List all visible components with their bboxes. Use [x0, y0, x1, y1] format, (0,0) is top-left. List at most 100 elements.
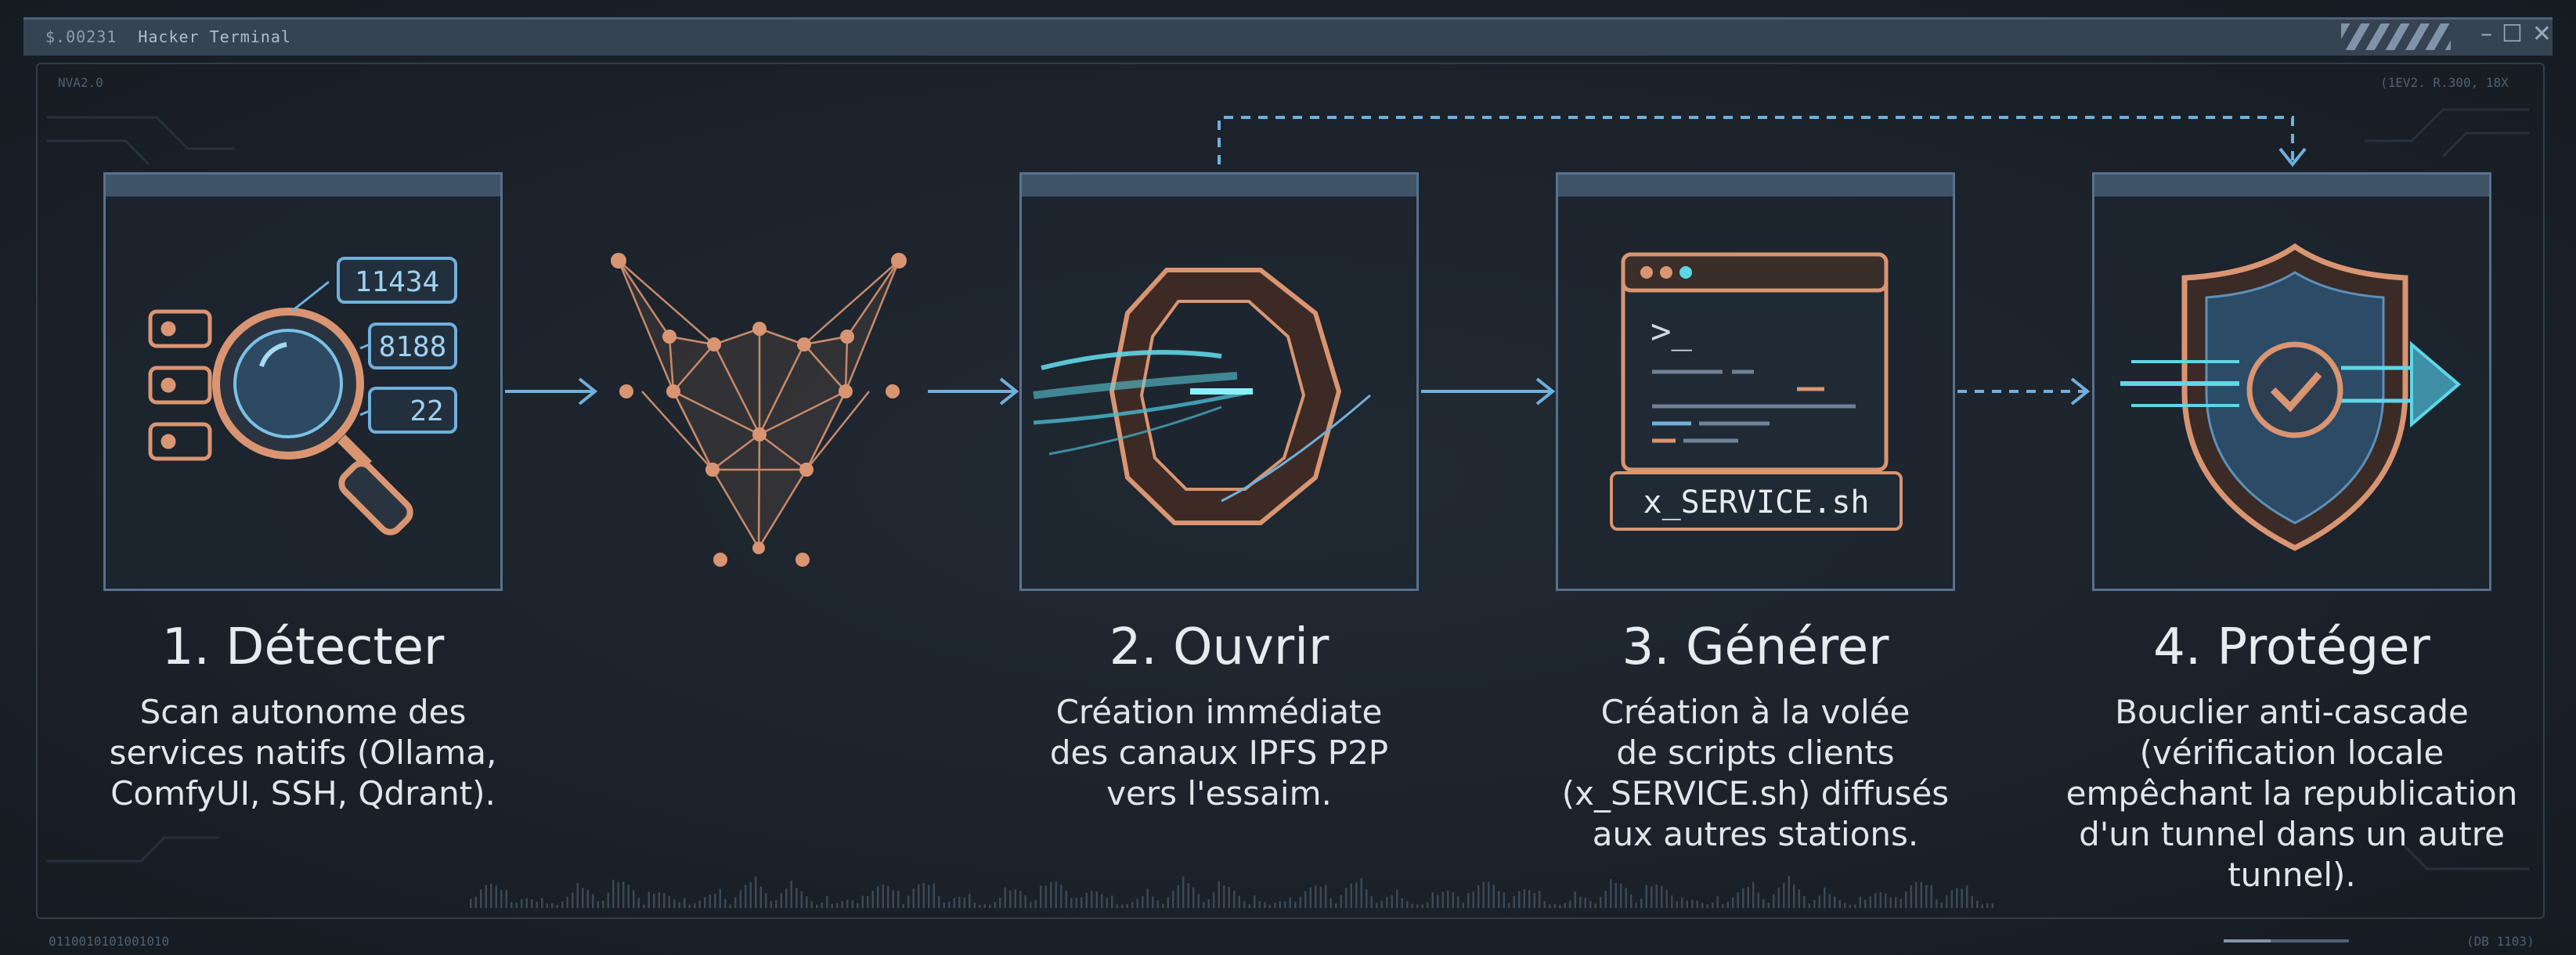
- signal-bar: [826, 896, 828, 908]
- signal-bar: [1910, 885, 1912, 908]
- signal-bar: [846, 899, 849, 908]
- signal-bar: [724, 899, 727, 908]
- signal-bar: [1477, 885, 1480, 908]
- signal-bar: [1574, 892, 1576, 908]
- signal-bar: [759, 886, 762, 908]
- dashed-arrow-right-icon: [1957, 377, 2091, 405]
- signal-bar: [958, 896, 961, 908]
- step-4-line-1: Bouclier anti-cascade: [2115, 693, 2469, 731]
- signal-bar: [536, 901, 538, 908]
- signal-bar: [1162, 903, 1164, 908]
- signal-bar: [1533, 892, 1535, 908]
- signal-bar: [816, 904, 818, 908]
- signal-bar: [918, 884, 920, 908]
- step-3-line-1: Création à la volée: [1600, 693, 1910, 731]
- signal-bar: [1584, 897, 1586, 908]
- signal-bars: [470, 875, 1993, 908]
- signal-bar: [1019, 891, 1022, 908]
- close-button[interactable]: ✕: [2531, 20, 2562, 48]
- signal-bar: [1492, 885, 1495, 908]
- signal-bar: [1879, 892, 1881, 908]
- signal-bar: [785, 888, 788, 908]
- signal-bar: [800, 891, 803, 908]
- signal-bar: [1885, 893, 1887, 908]
- signal-bar: [1889, 897, 1892, 908]
- signal-bar: [1671, 895, 1673, 908]
- signal-bar: [511, 902, 513, 908]
- port-label-2: 8188: [379, 331, 447, 363]
- signal-bar: [821, 902, 823, 908]
- step-1-description: Scan autonome des services natifs (Ollam…: [52, 692, 554, 814]
- step-1-line-1: Scan autonome des: [139, 693, 467, 731]
- signal-bar: [1187, 883, 1189, 908]
- signal-bar: [592, 894, 594, 908]
- signal-bar: [1783, 883, 1785, 908]
- signal-bar: [1309, 887, 1311, 908]
- signal-bar: [1503, 892, 1505, 908]
- signal-bar: [1732, 897, 1734, 908]
- signal-bar: [1553, 903, 1556, 908]
- signal-bar: [480, 889, 482, 908]
- code-lines: [1652, 369, 1856, 443]
- signal-bar: [836, 903, 839, 908]
- signal-bar: [1508, 903, 1510, 908]
- signal-bar: [1014, 889, 1016, 908]
- signal-bar: [1874, 893, 1877, 908]
- signal-bar: [1844, 903, 1846, 908]
- signal-bar: [1828, 894, 1831, 908]
- signal-bar: [1329, 898, 1332, 908]
- signal-bar: [877, 886, 879, 908]
- maximize-button[interactable]: ☐: [2502, 20, 2532, 48]
- hud-top-right: (1EV2. R.300, 18X: [2380, 75, 2509, 90]
- signal-bar: [1950, 890, 1953, 908]
- signal-bar: [1808, 903, 1810, 908]
- signal-bar: [500, 890, 503, 908]
- signal-bar: [1681, 897, 1683, 908]
- signal-bar: [653, 893, 655, 908]
- signal-bar: [1777, 887, 1780, 908]
- step-2-description: Création immédiate des canaux IPFS P2P v…: [969, 692, 1470, 814]
- signal-bar: [1737, 892, 1739, 908]
- step-3-line-3: (x_SERVICE.sh) diffusés: [1561, 774, 1950, 813]
- signal-bar: [515, 902, 518, 908]
- signal-bar: [1207, 899, 1210, 908]
- port-label-3: 22: [409, 395, 443, 427]
- window-code: $.00231: [45, 27, 117, 46]
- signal-bar: [561, 901, 564, 908]
- signal-bar: [1111, 896, 1113, 908]
- step-1-title: 1. Détecter: [161, 618, 445, 676]
- signal-bar: [1146, 888, 1149, 908]
- signal-bar: [1961, 888, 1963, 908]
- signal-bar: [1686, 900, 1688, 908]
- signal-bar: [1355, 882, 1358, 908]
- signal-bar: [673, 899, 676, 908]
- signal-bar: [1966, 885, 1968, 908]
- signal-bar: [1498, 891, 1500, 908]
- signal-bar: [1060, 885, 1063, 908]
- signal-bar: [892, 890, 894, 908]
- magnifier-icon: [212, 308, 413, 535]
- signal-bar: [1228, 886, 1230, 908]
- signal-bar: [1676, 901, 1678, 908]
- hud-bottom-left: 0110010101001010: [49, 934, 170, 949]
- arrow-right-icon: [505, 377, 598, 405]
- signal-bar: [1101, 894, 1103, 908]
- signal-bar: [887, 885, 889, 908]
- signal-bar: [1859, 896, 1861, 908]
- signal-bar: [643, 904, 645, 908]
- signal-bar: [719, 888, 721, 908]
- signal-bar: [1325, 885, 1327, 908]
- panel-header-bar: [106, 175, 500, 196]
- signal-bar: [1645, 885, 1647, 908]
- signal-bar: [1254, 895, 1256, 908]
- signal-bar: [1920, 881, 1922, 908]
- window-title-label: Hacker Terminal: [138, 27, 291, 46]
- title-bar[interactable]: $.00231 Hacker Terminal: [23, 17, 2553, 56]
- panel-header-bar: [1558, 175, 1953, 196]
- titlebar-stripes: [2341, 23, 2451, 50]
- signal-bar: [1121, 904, 1124, 908]
- signal-bar: [790, 880, 792, 908]
- signal-bar: [1665, 889, 1668, 908]
- signal-bar: [989, 904, 991, 908]
- minimize-button[interactable]: –: [2480, 20, 2502, 48]
